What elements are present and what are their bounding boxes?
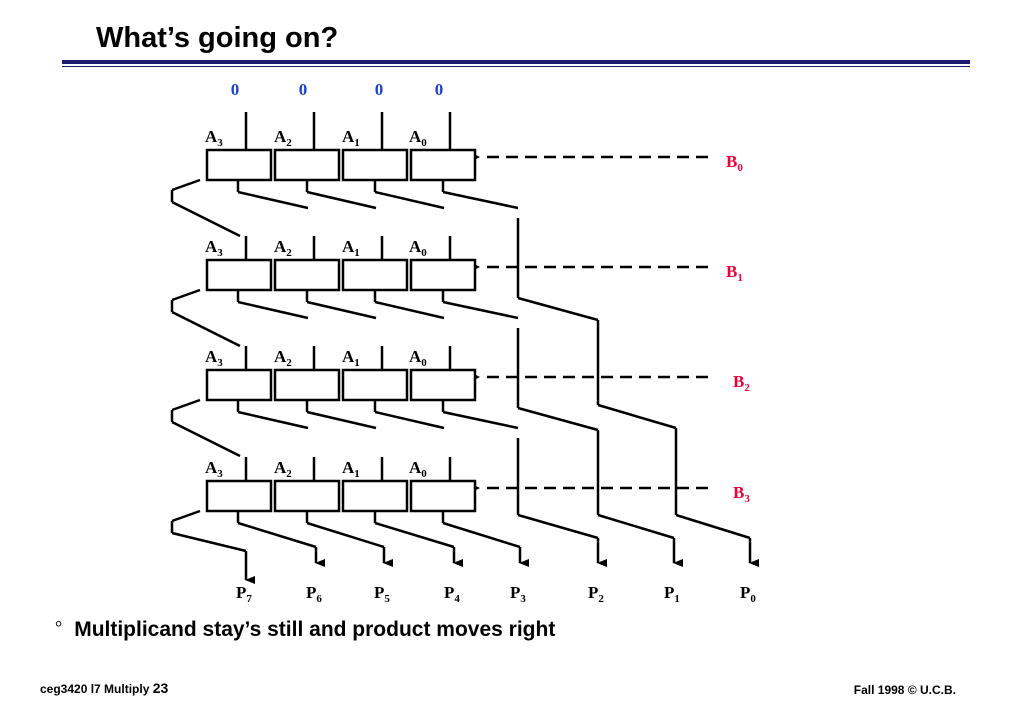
multiplicand-bit-label: A3 (205, 458, 223, 480)
adder-cell (205, 258, 273, 292)
adder-cell (409, 258, 477, 292)
footer-copyright: Fall 1998 © U.C.B. (853, 683, 956, 697)
shift-diag (442, 190, 519, 210)
bullet-marker: ° (55, 617, 63, 637)
multiplicand-bit-label: A1 (342, 458, 360, 480)
shift-diag (306, 410, 377, 430)
adder-cell (205, 368, 273, 402)
shift-diag (237, 521, 317, 549)
adder-cell (273, 258, 341, 292)
product-diag (675, 513, 751, 540)
multiplicand-bit-label: A2 (274, 127, 292, 149)
product-diag (517, 513, 599, 540)
adder-cell (409, 368, 477, 402)
product-bit-label: P1 (664, 583, 680, 605)
adder-cell (273, 148, 341, 182)
multiplicand-bit-label: A0 (409, 347, 427, 369)
carry-out-diag (171, 509, 201, 523)
multiplicand-bit-label: A1 (342, 237, 360, 259)
shift-diag (306, 190, 377, 210)
shift-diag (442, 300, 519, 320)
product-diag (597, 403, 677, 430)
multiplicand-bit-label: A1 (342, 347, 360, 369)
slide-title: What’s going on? (96, 22, 339, 54)
shift-diag (442, 521, 521, 549)
shift-diag (237, 410, 309, 430)
bullet-point: ° Multiplicand stay’s still and product m… (55, 617, 555, 642)
shift-diag (237, 190, 309, 210)
title-rule (62, 60, 970, 64)
shift-diag (374, 190, 445, 210)
title-rule-thin (62, 66, 970, 67)
wires (170, 112, 759, 584)
product-diag (597, 513, 675, 540)
product-bit-label: P7 (236, 583, 252, 605)
adder-cell (273, 368, 341, 402)
top-input-zero: 0 (435, 80, 444, 99)
multiplicand-bit-label: A2 (274, 347, 292, 369)
adder-cell (409, 148, 477, 182)
product-bit-label: P3 (510, 583, 526, 605)
shift-diag (374, 410, 445, 430)
multiplicand-bit-label: A3 (205, 347, 223, 369)
carry-out-diag (171, 398, 201, 412)
bullet-text: Multiplicand stay’s still and product mo… (74, 618, 556, 641)
multiplicand-bit-label: A2 (274, 458, 292, 480)
adder-cell (273, 479, 341, 513)
footer-course: ceg3420 l7 Multiply 23 (40, 680, 168, 696)
product-diag (517, 296, 599, 322)
footer-course-label: ceg3420 l7 Multiply (40, 682, 150, 696)
shift-diag (306, 521, 385, 549)
product-diag (517, 406, 599, 432)
multiplier-bit-label: B3 (733, 483, 750, 505)
adder-cell (409, 479, 477, 513)
multiplicand-bit-label: A2 (274, 237, 292, 259)
top-input-zero: 0 (375, 80, 384, 99)
multiplicand-bit-label: A0 (409, 458, 427, 480)
multiplier-bit-label: B0 (726, 152, 743, 174)
shift-diag (237, 300, 309, 320)
carry-out-diag (171, 178, 201, 192)
carry-route (171, 310, 241, 348)
multiplicand-bit-label: A3 (205, 127, 223, 149)
shift-diag (442, 410, 519, 430)
adder-cell (341, 368, 409, 402)
adder-cells (205, 148, 477, 513)
product-bit-label: P5 (374, 583, 390, 605)
carry-out-diag (171, 288, 201, 302)
multiplier-bit-label: B1 (726, 262, 743, 284)
carry-route (171, 531, 247, 553)
multiplicand-bit-label: A0 (409, 237, 427, 259)
multiplicand-bit-label: A0 (409, 127, 427, 149)
footer-page-number: 23 (152, 680, 169, 696)
top-input-zero: 0 (299, 80, 308, 99)
top-input-zero: 0 (231, 80, 240, 99)
product-bit-label: P4 (444, 583, 460, 605)
multiplicand-bit-label: A1 (342, 127, 360, 149)
adder-cell (341, 258, 409, 292)
carry-route (171, 200, 241, 238)
shift-diag (374, 521, 455, 549)
adder-cell (205, 479, 273, 513)
multiplier-bit-label: B2 (733, 372, 750, 394)
multiplicand-bit-label: A3 (205, 237, 223, 259)
product-bit-label: P2 (588, 583, 604, 605)
carry-route (171, 420, 241, 458)
product-bit-label: P6 (306, 583, 322, 605)
adder-cell (341, 148, 409, 182)
adder-cell (341, 479, 409, 513)
product-bit-label: P0 (740, 583, 756, 605)
shift-diag (306, 300, 377, 320)
shift-diag (374, 300, 445, 320)
adder-cell (205, 148, 273, 182)
